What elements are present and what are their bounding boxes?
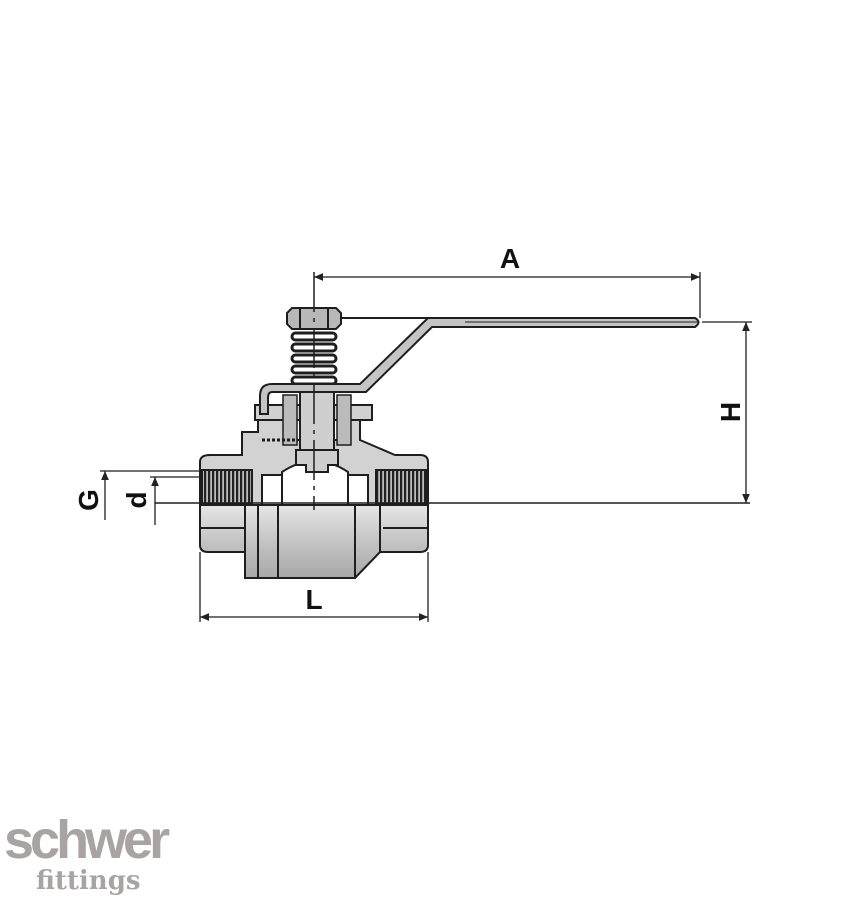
logo-line2: fittings bbox=[36, 866, 141, 896]
left-thread bbox=[201, 469, 253, 505]
schwer-fittings-logo: schwer fittings bbox=[4, 810, 174, 896]
dimension-label-h: H bbox=[715, 402, 746, 422]
right-thread bbox=[375, 469, 427, 505]
dimension-label-g: G bbox=[73, 489, 104, 511]
dimension-lines bbox=[100, 272, 752, 622]
lever-handle bbox=[259, 317, 700, 415]
logo-line1: schwer bbox=[4, 810, 170, 870]
center-lines bbox=[155, 272, 750, 510]
valve-body bbox=[199, 307, 700, 579]
dimension-label-d: d bbox=[121, 491, 152, 508]
dimension-label-a: A bbox=[500, 243, 520, 274]
dimension-label-l: L bbox=[305, 584, 322, 615]
